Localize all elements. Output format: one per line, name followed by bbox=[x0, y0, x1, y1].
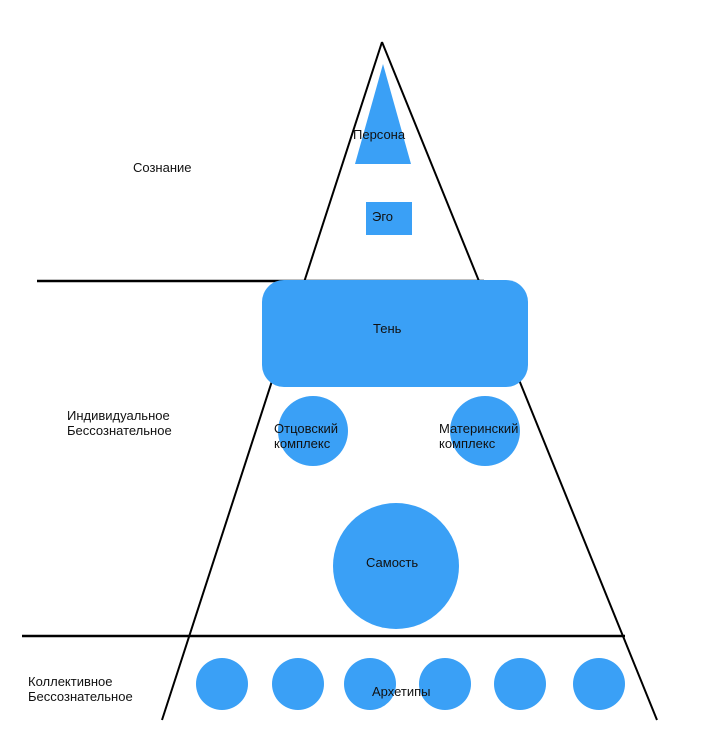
persona-shape bbox=[355, 64, 411, 164]
self-shape bbox=[333, 503, 459, 629]
zone-label-consciousness: Сознание bbox=[133, 160, 192, 175]
persona-label: Персона bbox=[353, 127, 406, 142]
mother-complex-shape bbox=[450, 396, 520, 466]
ego-label: Эго bbox=[372, 209, 394, 224]
father-complex-shape bbox=[278, 396, 348, 466]
ego-shape bbox=[366, 202, 412, 235]
archetype-circle bbox=[494, 658, 546, 710]
complex-label-line: Материнский bbox=[439, 421, 519, 436]
archetypes-label: Архетипы bbox=[372, 684, 431, 699]
archetype-circle bbox=[272, 658, 324, 710]
shadow-label: Тень bbox=[373, 321, 402, 336]
zone-label-line: Индивидуальное bbox=[67, 408, 170, 423]
archetype-circle bbox=[196, 658, 248, 710]
zone-label-line: Бессознательное bbox=[67, 423, 172, 438]
father-complex-label: Отцовский комплекс bbox=[274, 421, 338, 451]
complex-label-line: комплекс bbox=[274, 436, 331, 451]
self-label: Самость bbox=[366, 555, 419, 570]
zone-label-individual-unconscious: Индивидуальное Бессознательное bbox=[67, 408, 172, 438]
zone-label-line: Бессознательное bbox=[28, 689, 133, 704]
complex-label-line: Отцовский bbox=[274, 421, 339, 436]
zone-label-line: Коллективное bbox=[28, 674, 113, 689]
zone-label-collective-unconscious: Коллективное Бессознательное bbox=[28, 674, 133, 704]
archetype-circle bbox=[419, 658, 471, 710]
mother-complex-label: Материнский комплекс bbox=[439, 421, 518, 451]
archetype-circle bbox=[573, 658, 625, 710]
archetype-circle bbox=[344, 658, 396, 710]
shadow-shape bbox=[262, 280, 528, 387]
complex-label-line: комплекс bbox=[439, 436, 496, 451]
